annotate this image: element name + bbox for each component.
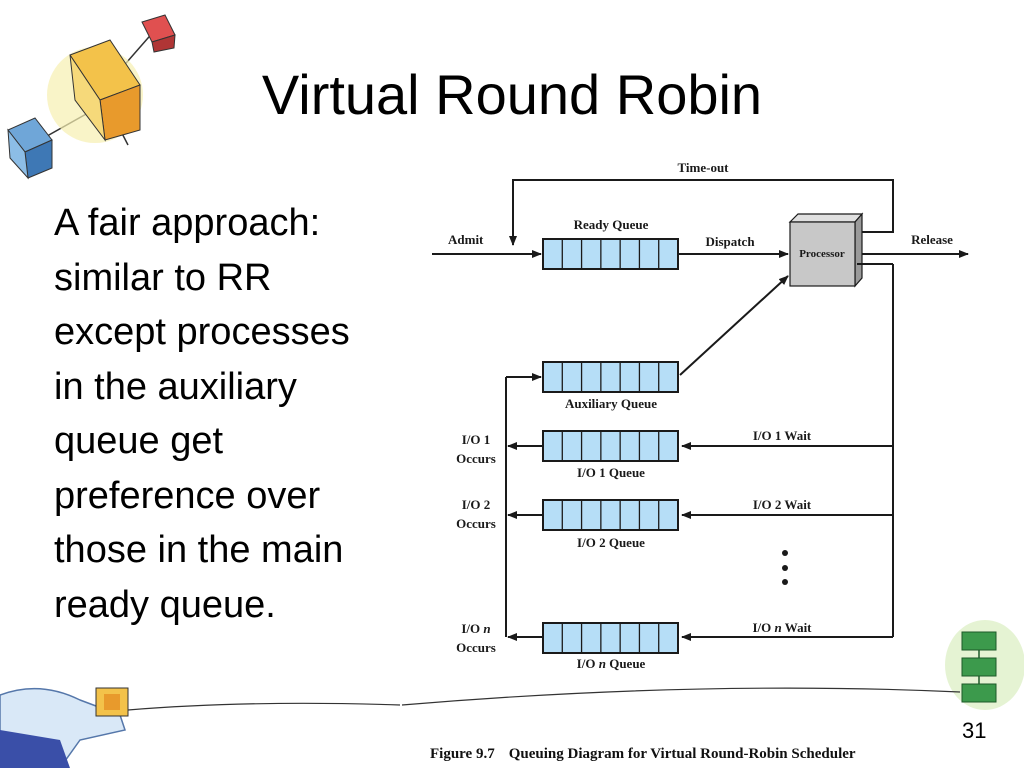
- queue-frame: [542, 361, 679, 393]
- queue-frame: [542, 238, 679, 270]
- io1-queue: [542, 430, 679, 462]
- ion-occurs-label-2: Occurs: [456, 640, 496, 655]
- decor-hand-icon: [0, 687, 401, 768]
- time-out-label: Time-out: [677, 160, 729, 175]
- ion-occurs-label: I/O n: [461, 621, 490, 636]
- body-line: queue get: [54, 420, 224, 462]
- dispatch-label: Dispatch: [705, 234, 755, 249]
- io2-queue: [542, 499, 679, 531]
- decor-boxes-icon: [7, 14, 176, 180]
- io2-occurs-label-2: Occurs: [456, 516, 496, 531]
- figure-number: Figure 9.7: [430, 746, 495, 762]
- io2-wait-label: I/O 2 Wait: [753, 497, 812, 512]
- release-label: Release: [911, 232, 953, 247]
- io1-queue-label: I/O 1 Queue: [577, 465, 645, 480]
- slide-title: Virtual Round Robin: [261, 63, 763, 126]
- ion-queue: [542, 622, 679, 654]
- figure-caption: Figure 9.7 Queuing Diagram for Virtual Ro…: [430, 746, 856, 763]
- body-line: in the auxiliary: [54, 365, 297, 408]
- io2-queue-label: I/O 2 Queue: [577, 535, 645, 550]
- ellipsis-dots: [782, 550, 788, 585]
- queue-frame: [542, 622, 679, 654]
- body-line: except processes: [54, 311, 350, 353]
- processor-box: Processor: [788, 212, 864, 288]
- ion-queue-label: I/O n Queue: [577, 656, 646, 671]
- ready-queue-label: Ready Queue: [574, 217, 649, 232]
- io1-occurs-label: I/O 1: [462, 432, 491, 447]
- body-line: those in the main: [54, 529, 344, 571]
- body-line: A fair approach:: [54, 202, 321, 244]
- figure-caption-text: Queuing Diagram for Virtual Round-Robin …: [508, 746, 856, 762]
- queue-frame: [542, 430, 679, 462]
- body-line: similar to RR: [54, 256, 272, 299]
- io2-occurs-label: I/O 2: [462, 497, 491, 512]
- admit-label: Admit: [448, 232, 484, 247]
- ready-queue: [542, 238, 679, 270]
- auxiliary-queue: [542, 361, 679, 393]
- auxiliary-queue-label: Auxiliary Queue: [565, 396, 657, 411]
- decor-flowchart-icon: [401, 620, 1024, 710]
- processor-label: Processor: [799, 248, 845, 260]
- time-out-path: Time-out: [509, 160, 894, 246]
- ion-wait-label: I/O n Wait: [752, 620, 812, 635]
- body-line: preference over: [54, 474, 321, 517]
- io1-wait-label: I/O 1 Wait: [753, 428, 812, 443]
- aux-to-processor-arrow: [679, 275, 789, 376]
- body-line: ready queue.: [54, 583, 276, 626]
- io1-occurs-label-2: Occurs: [456, 451, 496, 466]
- body-text: A fair approach: similar to RR except pr…: [54, 196, 424, 632]
- slide-number: 31: [962, 718, 987, 743]
- queue-frame: [542, 499, 679, 531]
